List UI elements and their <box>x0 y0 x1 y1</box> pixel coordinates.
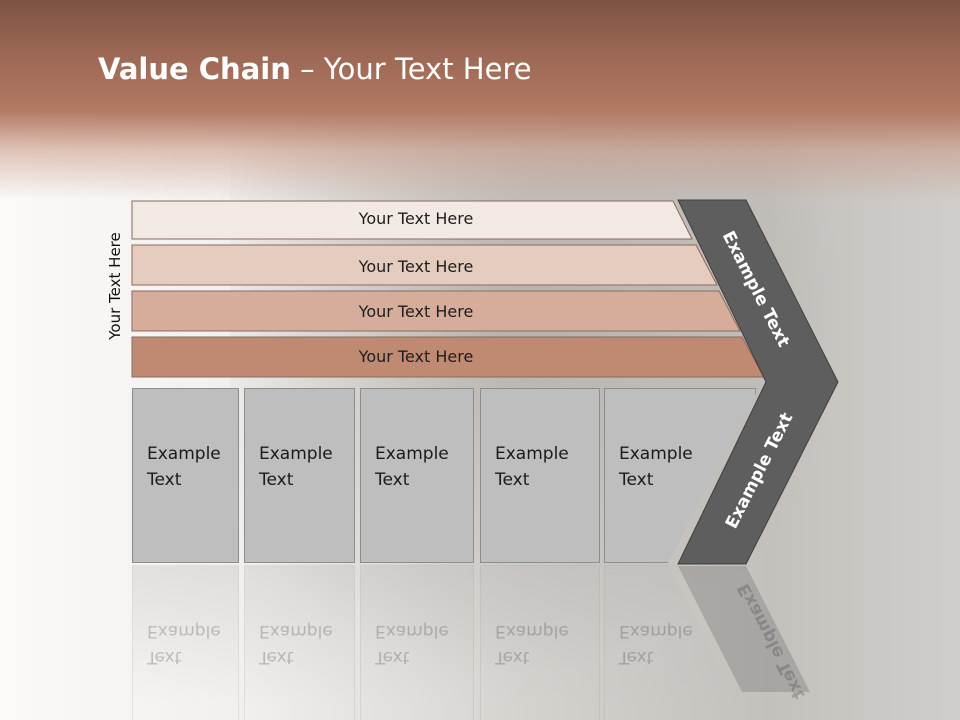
chevron-reflection <box>678 566 810 692</box>
row-label-4: Your Text Here <box>358 347 474 366</box>
chevron-shape <box>677 199 839 565</box>
row-bar-1 <box>131 200 693 240</box>
row-label-1: Your Text Here <box>358 209 474 228</box>
row-bar-3 <box>131 290 741 332</box>
row-label-3: Your Text Here <box>358 302 474 321</box>
slide-title: Value Chain – Your Text Here <box>98 52 532 96</box>
title-rest: – Your Text Here <box>290 52 532 86</box>
header-band <box>0 0 960 200</box>
title-bold: Value Chain <box>98 52 291 86</box>
row-label-2: Your Text Here <box>358 257 474 276</box>
row-bar-2 <box>131 244 718 286</box>
